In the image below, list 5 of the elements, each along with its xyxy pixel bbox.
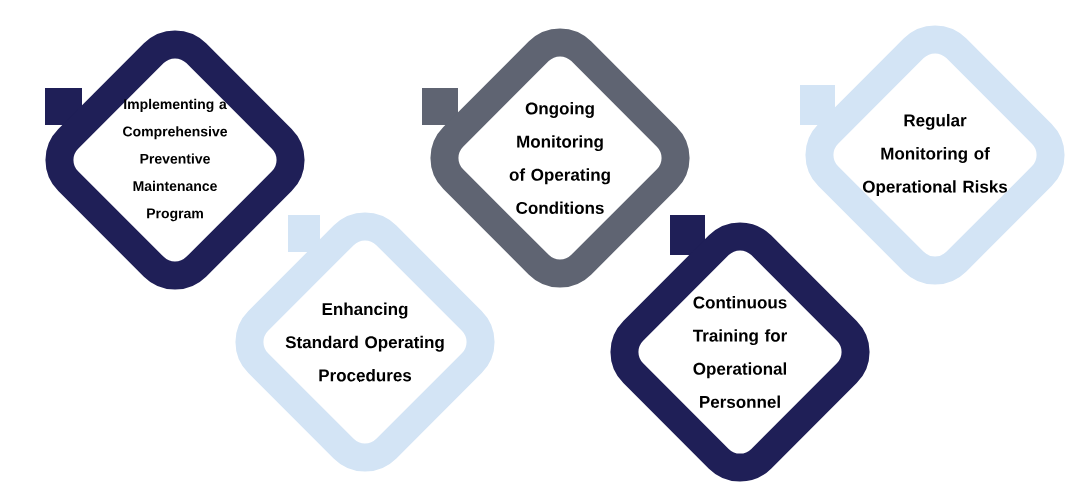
diamond-box: Continuous Training for Operational Personnel bbox=[610, 215, 870, 482]
diamond-box: Ongoing Monitoring of Operating Conditions bbox=[422, 28, 690, 288]
diamond-box: Implementing a Comprehensive Preventive Maintenance Program bbox=[45, 30, 305, 290]
diamond-box: Regular Monitoring of Operational Risks bbox=[800, 25, 1065, 285]
diamond-box: Enhancing Standard Operating Procedures bbox=[235, 212, 495, 472]
